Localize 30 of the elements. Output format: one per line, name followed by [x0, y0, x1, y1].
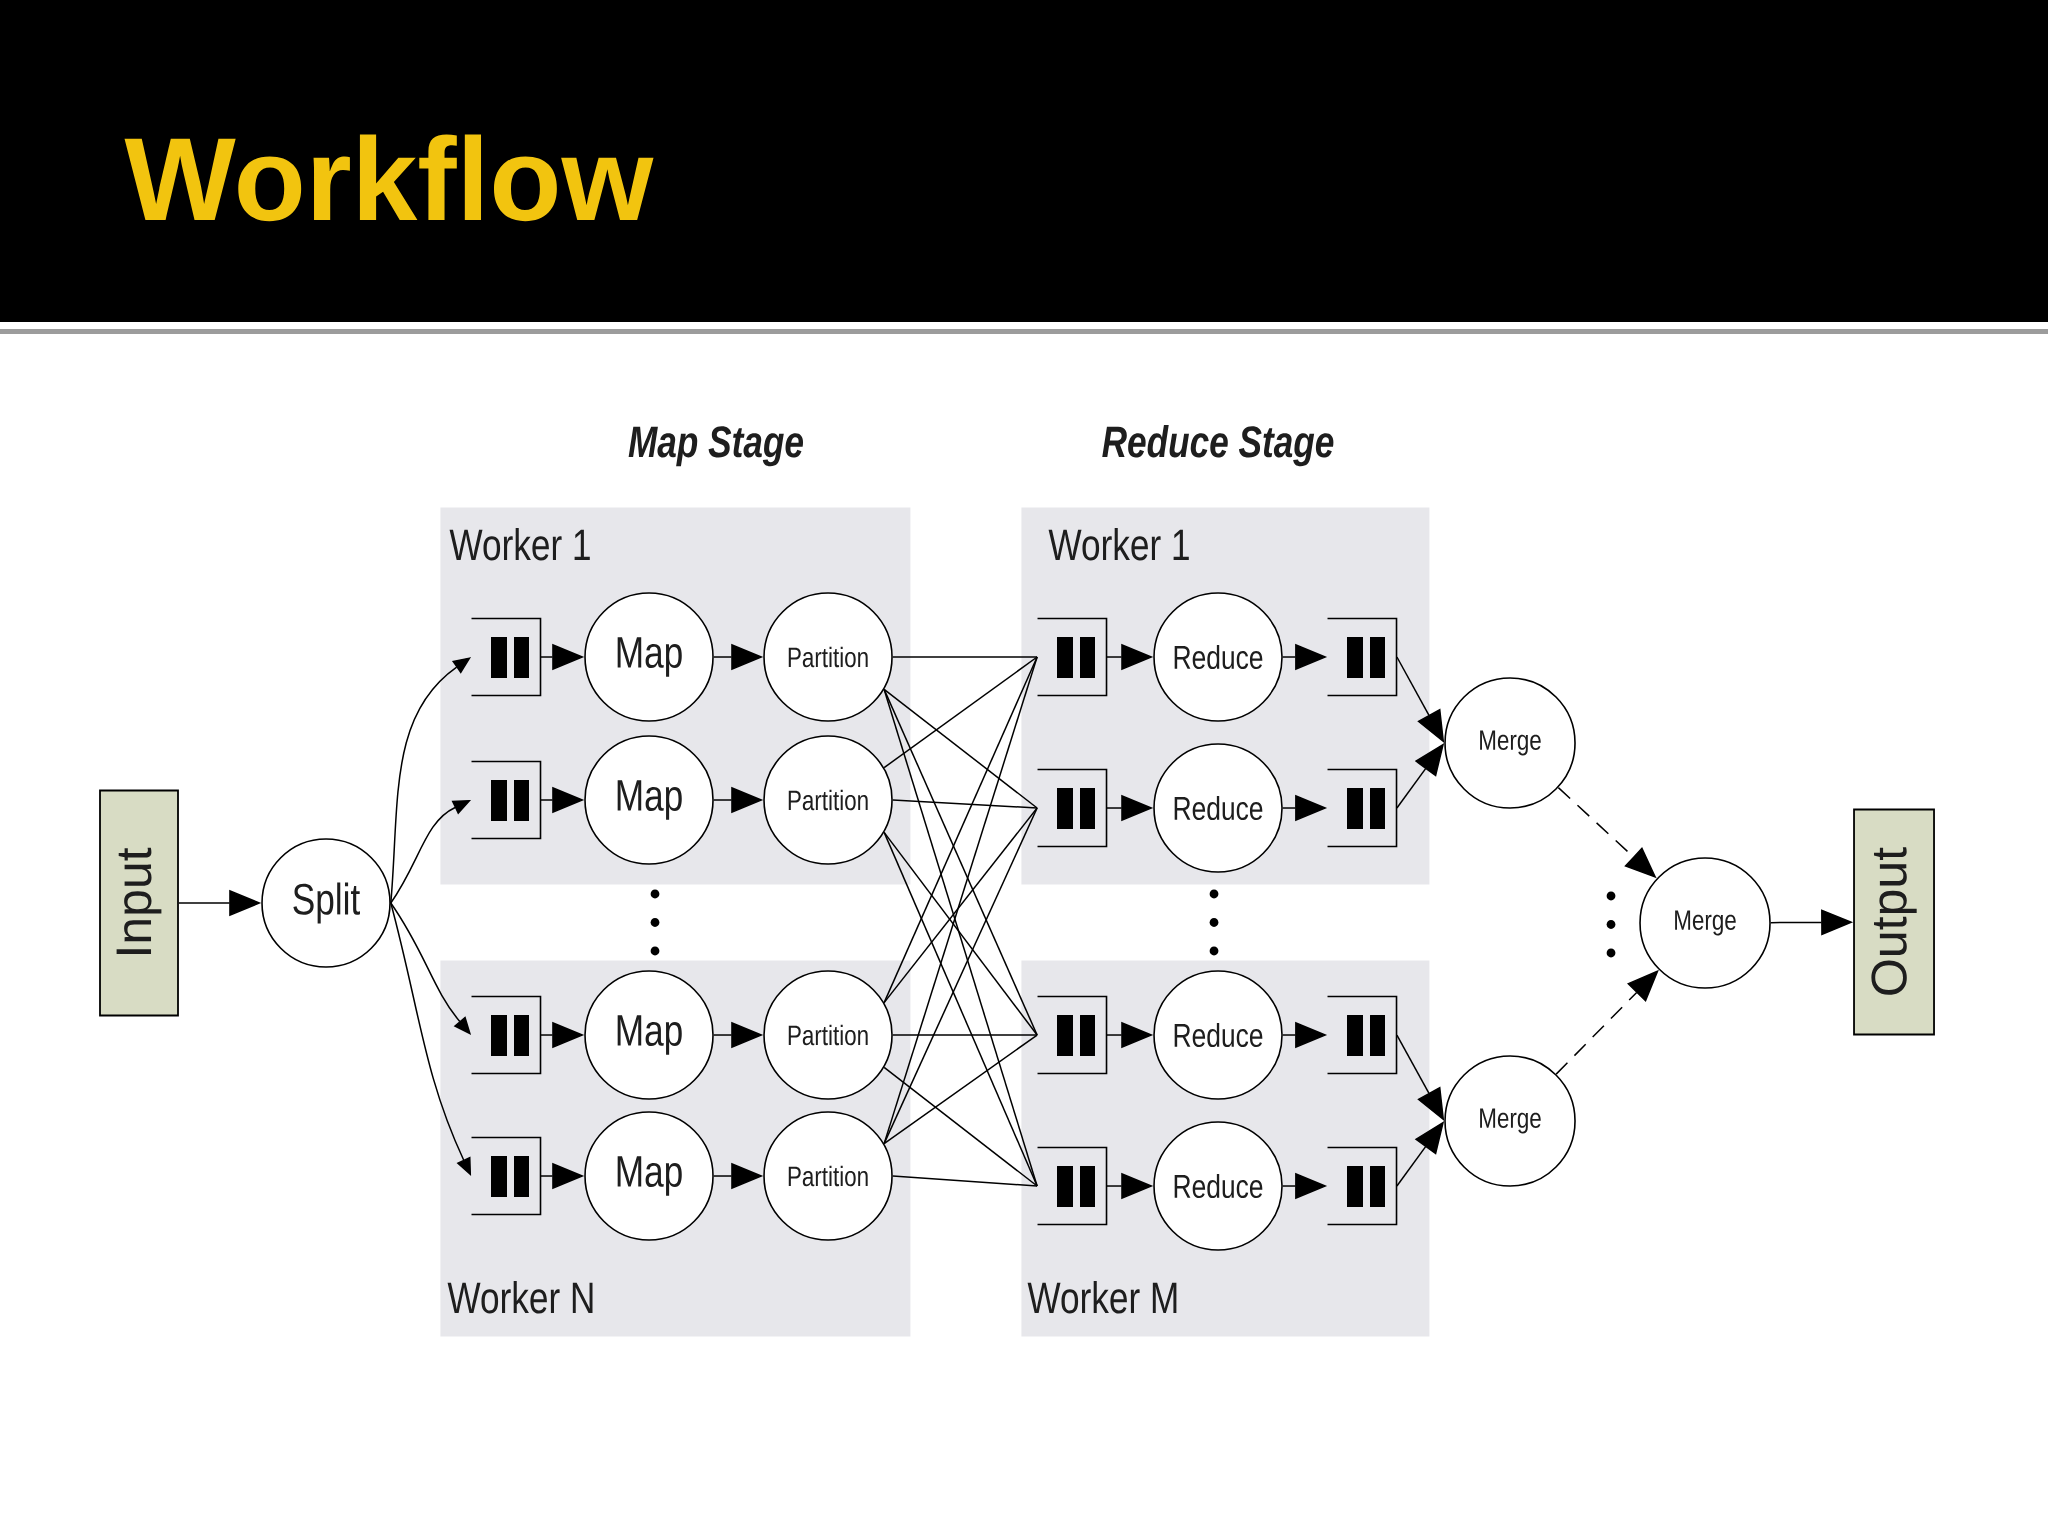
queue-symbol [1326, 1146, 1398, 1226]
queue-symbol [470, 995, 542, 1075]
connector-line [883, 688, 1038, 809]
slide-title: Workflow [124, 134, 654, 222]
connector-line [892, 1034, 1038, 1036]
queue-symbol [1326, 995, 1398, 1075]
queue-symbol [1326, 768, 1398, 848]
queue-symbol [1036, 995, 1108, 1075]
connector-line [883, 807, 1038, 1145]
connector-line [892, 1175, 1038, 1187]
queue-symbol [470, 760, 542, 840]
connector-line [883, 831, 1038, 1187]
connector-line [883, 1066, 1038, 1187]
connector-line [883, 831, 1038, 1036]
connector-line [883, 656, 1038, 1004]
connector-line [883, 656, 1038, 769]
queue-symbol [470, 1136, 542, 1216]
queue-symbol [1036, 617, 1108, 697]
data-box: Output [1853, 808, 1935, 1036]
queue-symbol [1036, 768, 1108, 848]
connector-line [883, 1034, 1038, 1145]
queue-symbol [470, 617, 542, 697]
stage-heading: Map Stage [628, 426, 803, 467]
data-box: Input [99, 789, 179, 1017]
connector-line [892, 799, 1038, 809]
stage-heading: Reduce Stage [1102, 425, 1334, 467]
queue-symbol [1036, 1146, 1108, 1226]
connector-line [892, 656, 1038, 658]
connector-line [883, 807, 1038, 1004]
queue-symbol [1326, 617, 1398, 697]
